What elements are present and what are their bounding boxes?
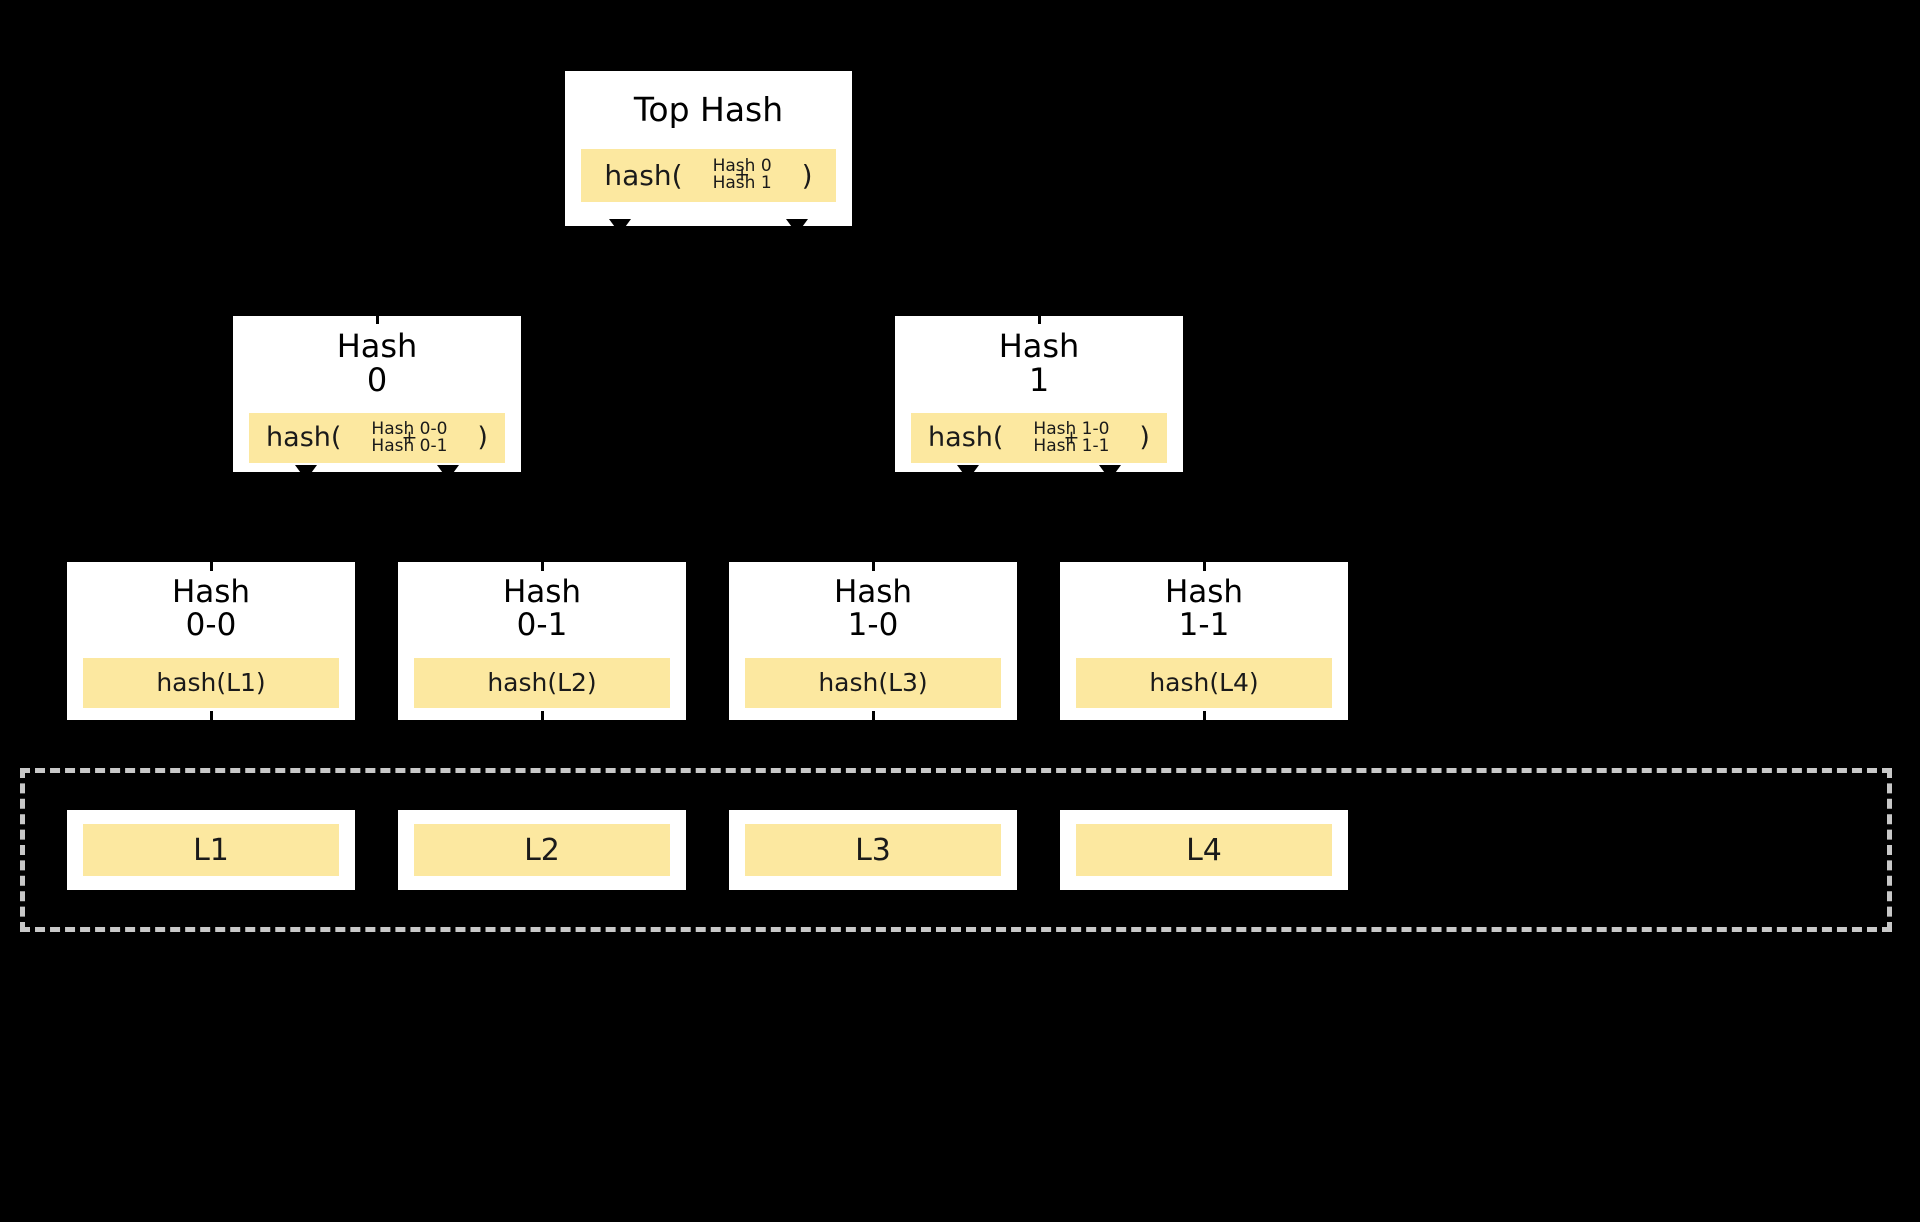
- node-hash-0-title: Hash 0: [336, 327, 418, 399]
- edge-tick-to-data-l1: [210, 711, 213, 720]
- data-blocks-group: [20, 768, 1892, 932]
- edge-arrow-to-hash-0: [609, 219, 631, 234]
- node-hash-0-0-panel: hash(L1): [83, 657, 339, 708]
- edge-tick-to-data-l2: [541, 711, 544, 720]
- hash-operator: +: [1063, 426, 1080, 449]
- hash-operator: +: [734, 163, 751, 186]
- node-hash-1[interactable]: Hash 1 hash( Hash 1-0 Hash 1-1 + ): [895, 316, 1183, 480]
- edge-arrow-to-hash-1-0: [957, 465, 979, 480]
- data-block-l3[interactable]: L3: [729, 810, 1017, 890]
- hash-expression: hash( Hash 0-0 Hash 0-1 + ): [266, 418, 488, 456]
- edge-tick-from-hash-1: [1203, 562, 1206, 571]
- node-hash-1-1[interactable]: Hash 1-1 hash(L4): [1060, 562, 1348, 720]
- node-hash-0-panel: hash( Hash 0-0 Hash 0-1 + ): [249, 412, 505, 463]
- hash-operands: Hash 0-0 Hash 0-1 +: [371, 418, 448, 456]
- node-hash-0[interactable]: Hash 0 hash( Hash 0-0 Hash 0-1 + ): [233, 316, 521, 480]
- edge-tick-from-hash-1: [872, 562, 875, 571]
- hash-function-close: ): [1139, 422, 1150, 454]
- node-hash-0-0[interactable]: Hash 0-0 hash(L1): [67, 562, 355, 720]
- node-hash-0-1-panel: hash(L2): [414, 657, 670, 708]
- node-hash-1-0-panel: hash(L3): [745, 657, 1001, 708]
- edge-tick-from-top-hash: [1038, 316, 1041, 324]
- hash-function-open: hash(: [266, 422, 342, 454]
- edge-arrow-to-hash-1-1: [1099, 465, 1121, 480]
- node-top-hash-panel: hash( Hash 0 Hash 1 + ): [581, 148, 836, 202]
- data-block-l2[interactable]: L2: [398, 810, 686, 890]
- hash-operand-a: Hash 1-0: [1033, 418, 1110, 439]
- hash-expression: hash( Hash 0 Hash 1 + ): [604, 158, 812, 192]
- node-hash-0-1-title: Hash 0-1: [502, 574, 582, 643]
- data-block-l3-label: L3: [745, 824, 1001, 876]
- edge-tick-to-data-l4: [1203, 711, 1206, 720]
- node-hash-1-0-title: Hash 1-0: [833, 574, 913, 643]
- hash-operand-b: Hash 1: [712, 173, 772, 194]
- edge-arrow-to-hash-1: [786, 219, 808, 234]
- edge-arrow-to-hash-0-1: [437, 465, 459, 480]
- hash-function-open: hash(: [604, 158, 683, 192]
- node-hash-0-1[interactable]: Hash 0-1 hash(L2): [398, 562, 686, 720]
- hash-function-close: ): [801, 158, 813, 192]
- hash-function-close: ): [477, 422, 488, 454]
- hash-operand-b: Hash 0-1: [371, 435, 448, 456]
- hash-operands: Hash 1-0 Hash 1-1 +: [1033, 418, 1110, 456]
- hash-function-open: hash(: [928, 422, 1004, 454]
- data-block-l1[interactable]: L1: [67, 810, 355, 890]
- hash-operator: +: [401, 426, 418, 449]
- node-hash-1-title: Hash 1: [998, 327, 1080, 399]
- hash-expression: hash( Hash 1-0 Hash 1-1 + ): [928, 418, 1150, 456]
- node-top-hash[interactable]: Top Hash hash( Hash 0 Hash 1 + ): [565, 71, 852, 234]
- data-block-l4[interactable]: L4: [1060, 810, 1348, 890]
- edge-tick-from-hash-0: [210, 562, 213, 571]
- node-hash-1-1-title: Hash 1-1: [1164, 574, 1244, 643]
- edge-tick-to-data-l3: [872, 711, 875, 720]
- edge-tick-from-hash-0: [541, 562, 544, 571]
- node-hash-1-0[interactable]: Hash 1-0 hash(L3): [729, 562, 1017, 720]
- data-block-l4-label: L4: [1076, 824, 1332, 876]
- hash-operand-a: Hash 0: [712, 156, 772, 177]
- edge-arrow-to-hash-0-0: [295, 465, 317, 480]
- node-hash-1-1-panel: hash(L4): [1076, 657, 1332, 708]
- data-block-l2-label: L2: [414, 824, 670, 876]
- node-top-hash-title: Top Hash: [633, 90, 784, 129]
- hash-operand-a: Hash 0-0: [371, 418, 448, 439]
- hash-operand-b: Hash 1-1: [1033, 435, 1110, 456]
- hash-operands: Hash 0 Hash 1 +: [713, 158, 772, 192]
- node-hash-1-panel: hash( Hash 1-0 Hash 1-1 + ): [911, 412, 1167, 463]
- node-hash-0-0-title: Hash 0-0: [171, 574, 251, 643]
- data-block-l1-label: L1: [83, 824, 339, 876]
- edge-tick-from-top-hash: [376, 316, 379, 324]
